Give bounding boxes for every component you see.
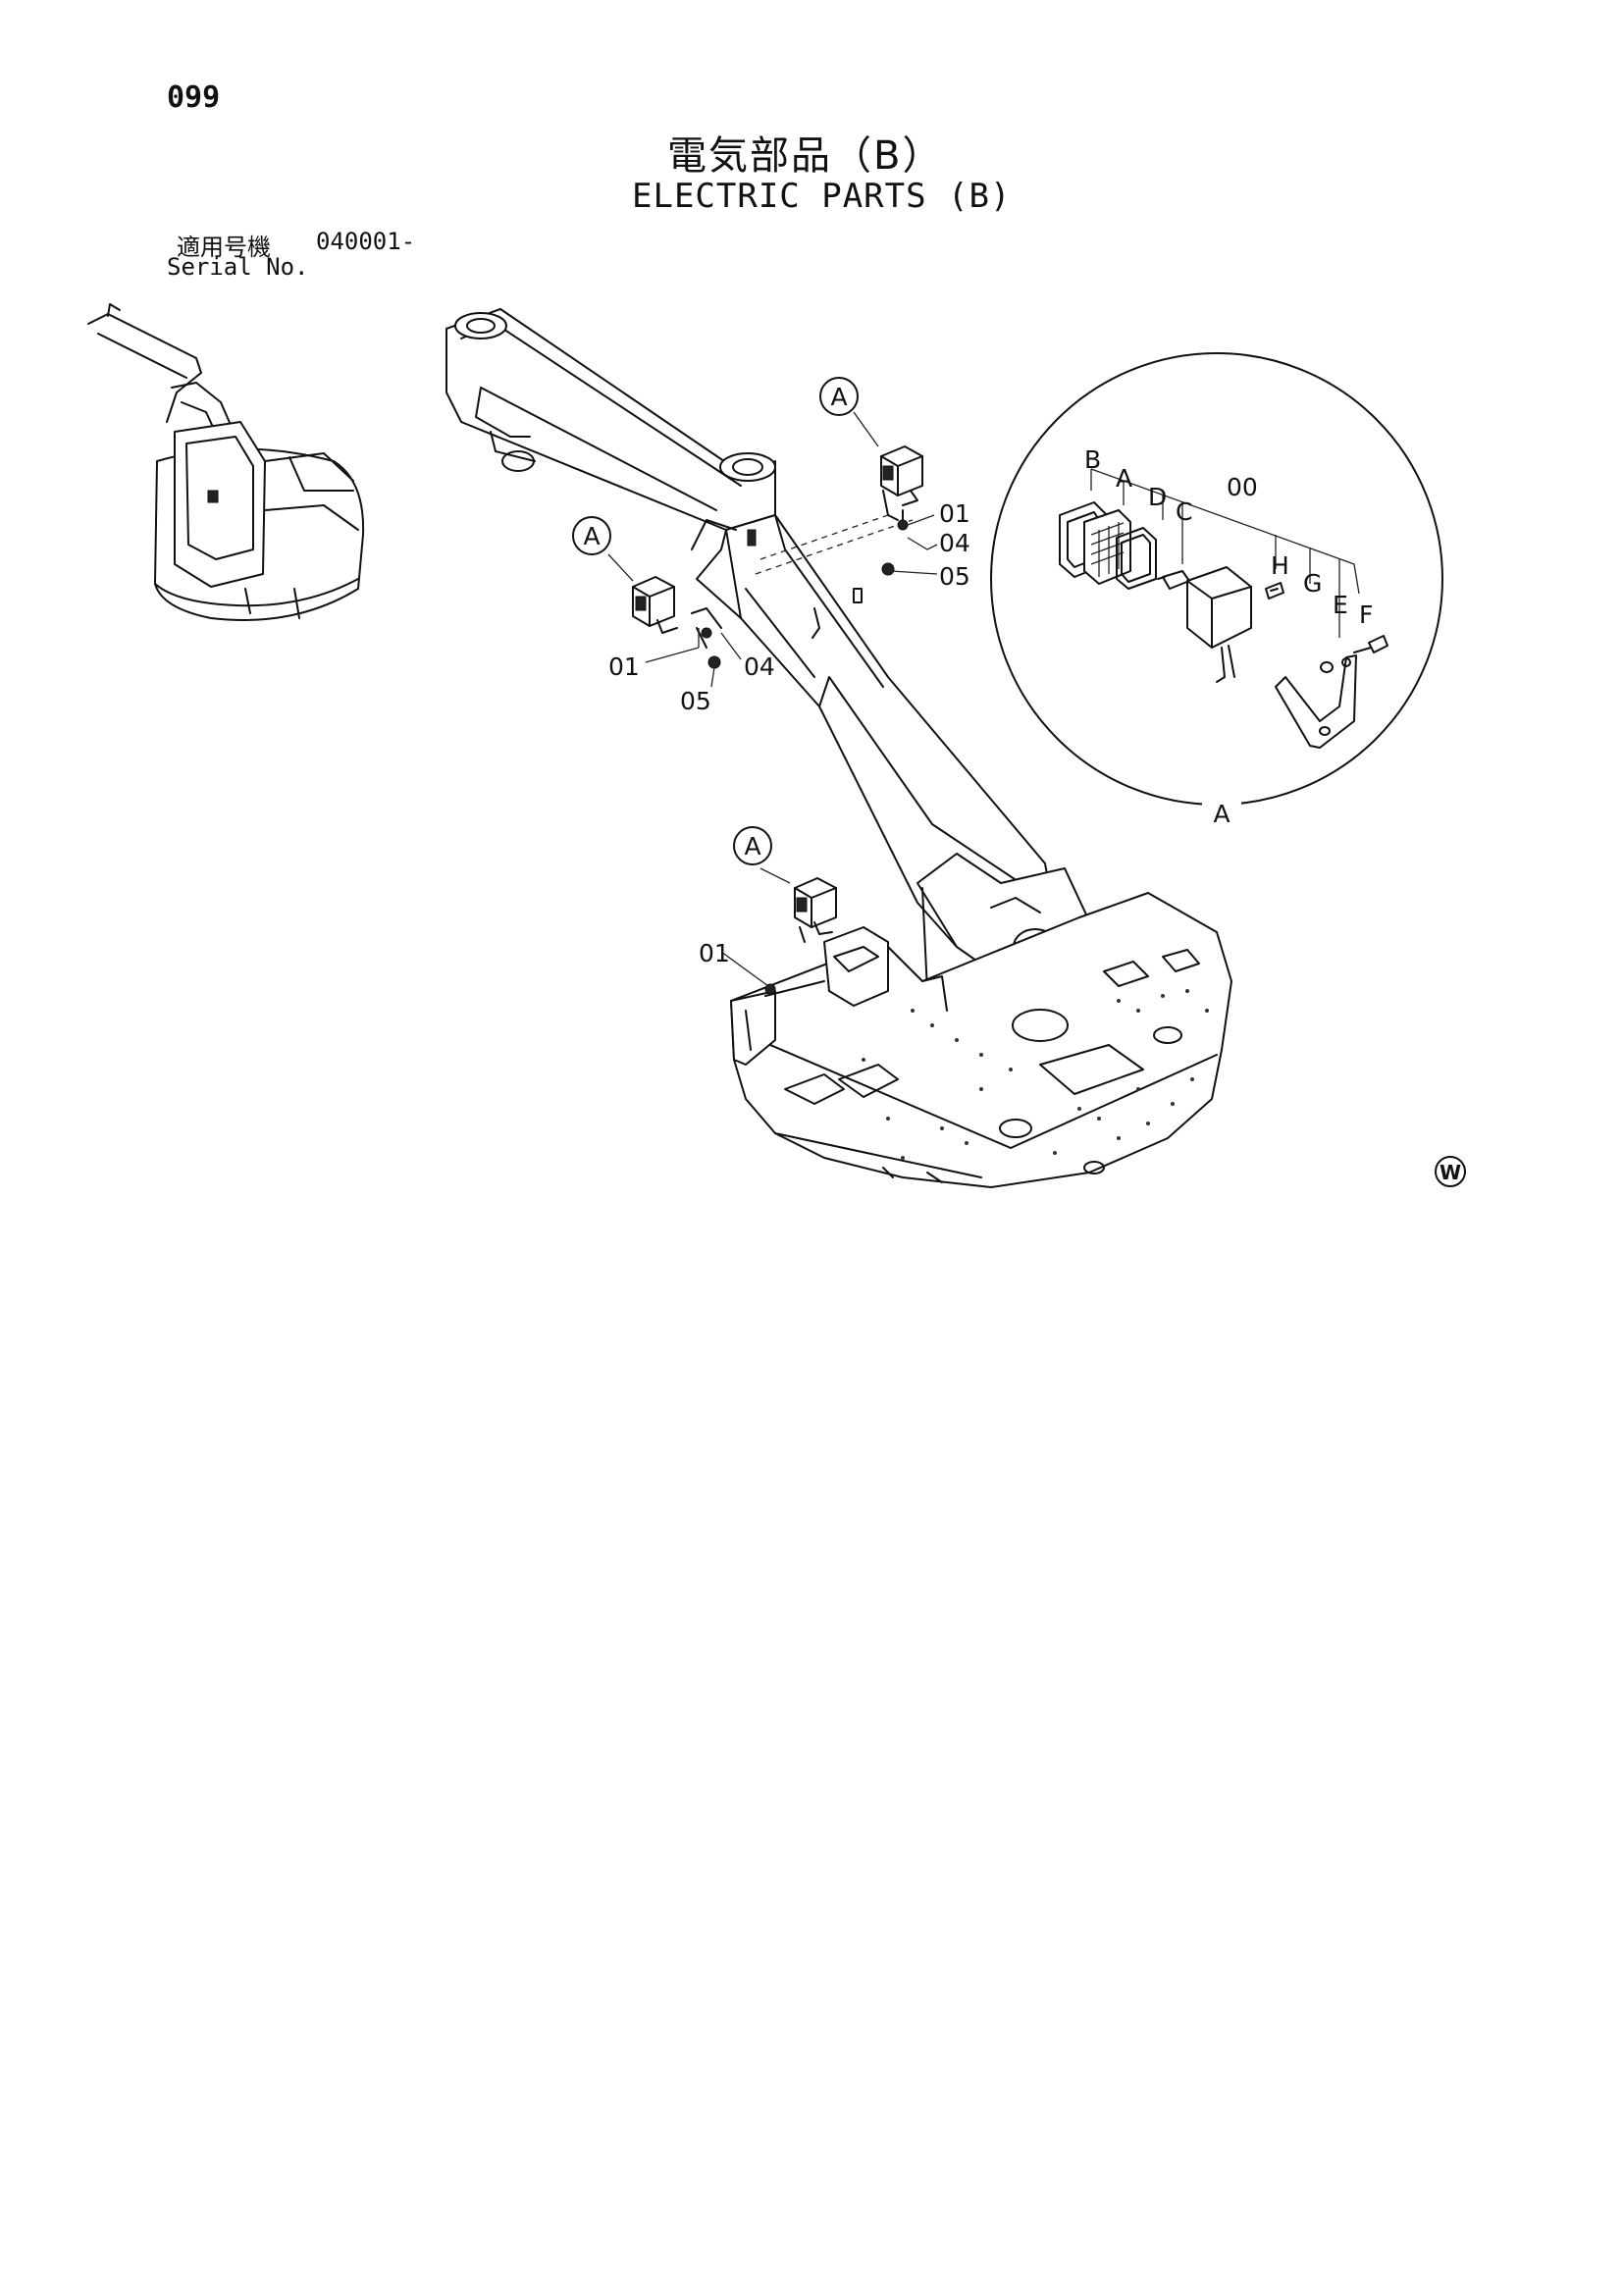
detail-letter-d: D xyxy=(1148,483,1167,511)
part-label-05: 05 xyxy=(680,687,711,715)
callout-letter: A xyxy=(830,383,847,411)
part-label-01: 01 xyxy=(699,939,730,967)
serial-label-japanese: 適用号機 xyxy=(177,234,271,261)
detail-letter-e: E xyxy=(1333,591,1348,619)
detail-letter-f: F xyxy=(1359,600,1373,629)
serial-number-value: 040001- xyxy=(316,228,416,255)
part-label-04: 04 xyxy=(939,529,970,557)
publisher-mark-letter: W xyxy=(1440,1161,1461,1184)
part-number-labels: 01 04 05 01 04 05 01 xyxy=(608,499,970,967)
callout-a-1: A xyxy=(819,377,859,416)
boom-and-frame-illustration xyxy=(445,308,1232,1188)
work-light-boom-left xyxy=(632,576,722,669)
detail-letter-b: B xyxy=(1084,445,1101,474)
page-title-japanese: 電気部品（B） xyxy=(667,133,944,179)
detail-view-label: A xyxy=(1213,800,1230,828)
serial-label-english: Serial No. xyxy=(167,253,309,281)
callout-a-3: A xyxy=(733,826,772,865)
work-light-frame xyxy=(764,877,837,995)
detail-view-a: A xyxy=(990,352,1443,828)
callout-letter: A xyxy=(583,522,600,550)
leader-lines xyxy=(607,411,938,987)
machine-overview-illustration xyxy=(87,303,365,621)
detail-letter-g: G xyxy=(1303,569,1322,598)
work-light-boom-right xyxy=(880,445,923,576)
part-label-04: 04 xyxy=(744,652,775,681)
publisher-mark: W xyxy=(1435,1156,1466,1187)
callout-a-2: A xyxy=(572,516,611,555)
detail-letter-h: H xyxy=(1271,551,1289,580)
part-label-05: 05 xyxy=(939,562,970,591)
page-number: 099 xyxy=(167,80,221,115)
detail-part-number-00: 00 xyxy=(1227,473,1258,501)
part-label-01: 01 xyxy=(608,652,640,681)
page-title-english: ELECTRIC PARTS (B) xyxy=(632,177,1012,216)
detail-letter-c: C xyxy=(1176,497,1192,526)
part-label-01: 01 xyxy=(939,499,970,528)
callout-letter: A xyxy=(744,832,760,861)
detail-letter-a: A xyxy=(1116,464,1132,493)
